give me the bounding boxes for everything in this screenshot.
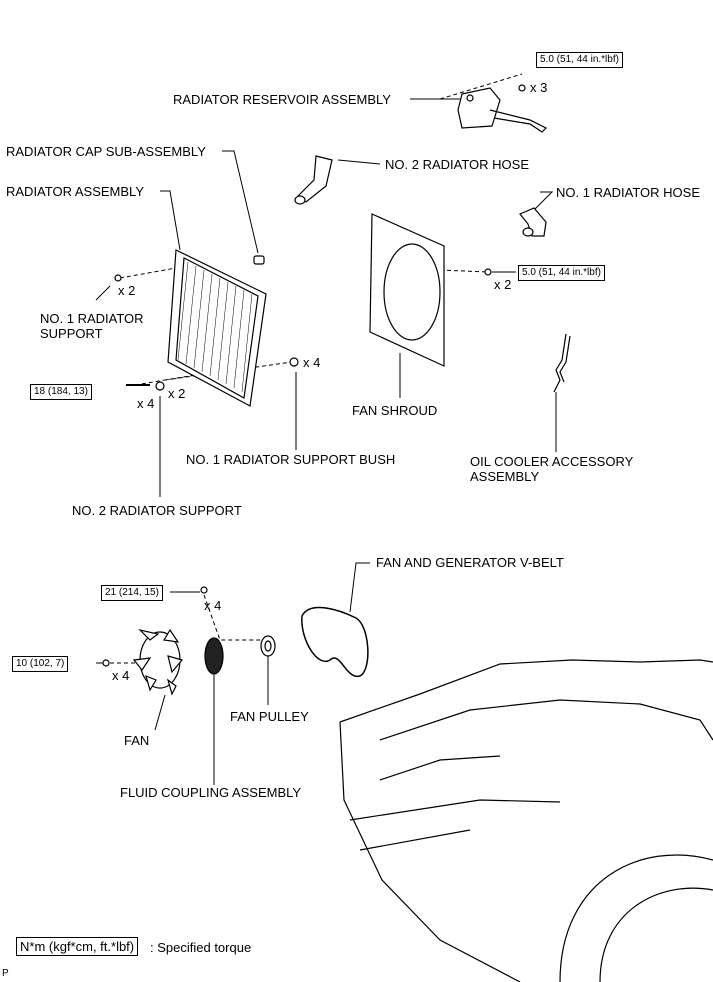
qty-fan: x 4 [112, 668, 130, 683]
torque-fan: 10 (102, 7) [12, 656, 69, 672]
fluid-coupling-drawing [204, 637, 224, 675]
legend-torque-unit: N*m (kgf*cm, ft.*lbf) [16, 937, 139, 956]
corner-mark: P [2, 968, 9, 979]
qty-coupling: x 4 [204, 598, 222, 613]
label-vbelt: FAN AND GENERATOR V-BELT [376, 555, 564, 570]
qty-support-bolt: x 4 [137, 396, 155, 411]
radiator-cap-drawing [253, 255, 265, 265]
label-hose2: NO. 2 RADIATOR HOSE [385, 157, 529, 172]
label-support2: NO. 2 RADIATOR SUPPORT [72, 503, 242, 518]
hose2-drawing [294, 155, 333, 205]
radiator-drawing [114, 249, 299, 407]
torque-shroud: 5.0 (51, 44 in.*lbf) [518, 265, 605, 281]
label-radiator-cap: RADIATOR CAP SUB-ASSEMBLY [6, 144, 206, 159]
legend-text: : Specified torque [150, 940, 252, 955]
torque-coupling: 21 (214, 15) [101, 585, 163, 601]
fan-pulley-drawing [260, 635, 276, 657]
label-fluid-coupling: FLUID COUPLING ASSEMBLY [120, 785, 302, 800]
label-fan: FAN [124, 733, 150, 748]
qty-shroud: x 2 [494, 277, 512, 292]
hose1-drawing [519, 207, 547, 237]
qty-support1: x 2 [118, 283, 136, 298]
leader-lines [95, 98, 557, 785]
fan-shroud-drawing [369, 213, 492, 367]
label-hose1: NO. 1 RADIATOR HOSE [556, 185, 700, 200]
label-fan-shroud: FAN SHROUD [352, 403, 438, 418]
label-oil-cooler: OIL COOLER ACCESSORY ASSEMBLY [470, 454, 634, 484]
label-reservoir: RADIATOR RESERVOIR ASSEMBLY [173, 92, 391, 107]
torque-reservoir: 5.0 (51, 44 in.*lbf) [536, 52, 623, 68]
qty-bush: x 4 [303, 355, 321, 370]
qty-support2: x 2 [168, 386, 186, 401]
qty-reservoir: x 3 [530, 80, 548, 95]
label-fan-pulley: FAN PULLEY [230, 709, 309, 724]
label-support-bush: NO. 1 RADIATOR SUPPORT BUSH [186, 452, 396, 467]
label-radiator: RADIATOR ASSEMBLY [6, 184, 144, 199]
fan-drawing [102, 586, 208, 696]
torque-support-bolt: 18 (184, 13) [30, 384, 92, 400]
label-support1: NO. 1 RADIATOR SUPPORT [40, 311, 144, 341]
reservoir-drawing [457, 84, 548, 133]
vbelt-drawing [301, 606, 369, 677]
oil-cooler-drawing [553, 333, 571, 393]
vehicle-drawing [339, 659, 713, 982]
